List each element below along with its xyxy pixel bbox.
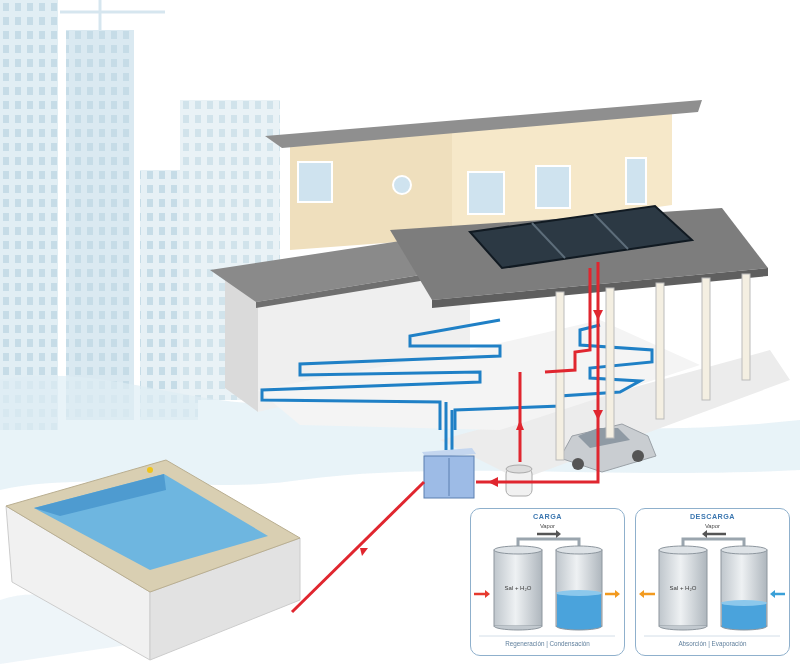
- panel-title: DESCARGA: [636, 512, 789, 521]
- drawing-part: [34, 474, 268, 570]
- drawing-part: [516, 420, 524, 430]
- tank-vessel: Sal + H₂O: [493, 545, 543, 631]
- drawing-part: [605, 593, 615, 596]
- drawing-part: [644, 636, 780, 637]
- drawing-part: [445, 402, 448, 450]
- drawing-part: [556, 546, 602, 554]
- drawing-part: [470, 206, 692, 268]
- drawing-part: [99, 0, 102, 30]
- drawing-part: [593, 410, 603, 420]
- floor-heating-pipes: [262, 320, 652, 450]
- drawing-part: [474, 593, 485, 596]
- drawing-part: [393, 176, 411, 194]
- drawing-part: [468, 172, 504, 214]
- drawing-part: [556, 530, 561, 538]
- drawing-part: [593, 310, 603, 320]
- drawing-part: [485, 590, 490, 598]
- process-panel: CARGA Regeneración | Condensación Sal + H₂…: [470, 508, 625, 656]
- floor-slab: [258, 320, 700, 430]
- drawing-part: [265, 100, 702, 148]
- drawing-part: [66, 30, 134, 420]
- drawing-part: [424, 456, 474, 498]
- drawing-part: [594, 214, 628, 249]
- drawing-part: [66, 30, 134, 420]
- drawing-part: [360, 548, 368, 556]
- drawing-part: [632, 450, 644, 462]
- drawing-part: [659, 550, 707, 626]
- drawing-part: [451, 410, 454, 450]
- drawing-part: [147, 467, 153, 473]
- drawing-part: [494, 626, 542, 630]
- tank-label: Sal + H₂O: [505, 585, 532, 591]
- drawing-part: [432, 268, 768, 308]
- drawing-part: [656, 283, 664, 419]
- drawing-part: [775, 593, 785, 596]
- panel-caption: Regeneración | Condensación: [471, 640, 624, 647]
- swimming-pool: [6, 460, 300, 660]
- drawing-part: [702, 530, 707, 538]
- drawing-part: [449, 458, 450, 496]
- drawing-part: [34, 474, 166, 516]
- drawing-part: [537, 533, 556, 536]
- drawing-part: [292, 482, 424, 612]
- drawing-part: [572, 458, 584, 470]
- drawing-part: [298, 162, 332, 202]
- drawing-part: [532, 223, 565, 258]
- drawing-part: [626, 158, 646, 204]
- drawing-part: [721, 550, 767, 626]
- drawing-part: [494, 546, 542, 554]
- tank-label: Sal + H₂O: [670, 585, 697, 591]
- drawing-part: [707, 533, 726, 536]
- drawing-part: [0, 0, 58, 430]
- drawing-part: [659, 626, 707, 630]
- drawing-part: [742, 274, 750, 380]
- panel-title: CARGA: [471, 512, 624, 521]
- drawing-part: [60, 11, 165, 14]
- drawing-part: [556, 292, 564, 460]
- drawing-part: [702, 278, 710, 400]
- porch-roof: [390, 206, 768, 308]
- drawing-part: [644, 593, 655, 596]
- process-panel: DESCARGA Absorción | Evaporación Sal + H₂O…: [635, 508, 790, 656]
- drawing-part: [557, 593, 601, 626]
- drawing-part: [494, 550, 542, 626]
- drawing-part: [659, 546, 707, 554]
- drawing-part: [615, 590, 620, 598]
- drawing-part: [545, 268, 590, 372]
- drawing-part: [506, 465, 532, 473]
- drawing-part: [770, 590, 775, 598]
- drawing-part: [639, 590, 644, 598]
- storage-unit: [422, 448, 532, 498]
- drawing-part: [606, 288, 614, 438]
- drawing-part: [519, 372, 522, 462]
- drawing-part: [476, 262, 598, 482]
- drawing-part: [455, 325, 652, 430]
- drawing-part: [536, 166, 570, 208]
- porch-columns: [556, 274, 750, 460]
- drawing-part: [479, 636, 615, 637]
- tank-vessel: Sal + H₂O: [658, 545, 708, 631]
- drawing-part: [556, 550, 602, 626]
- drawing-part: [721, 600, 767, 606]
- drawing-part: [578, 428, 630, 448]
- drawing-part: [721, 626, 767, 630]
- drawing-part: [556, 590, 602, 596]
- drawing-part: [721, 546, 767, 630]
- drawing-part: [262, 320, 500, 430]
- panel-caption: Absorción | Evaporación: [636, 640, 789, 647]
- drawing-part: [556, 626, 602, 630]
- flow-label: Vapor: [471, 523, 624, 529]
- drawing-part: [722, 603, 766, 626]
- drawing-part: [556, 546, 602, 630]
- drawing-part: [488, 477, 498, 487]
- flow-label: Vapor: [636, 523, 789, 529]
- drawing-part: [6, 460, 300, 592]
- drawing-part: [721, 546, 767, 554]
- drawing-part: [0, 0, 58, 430]
